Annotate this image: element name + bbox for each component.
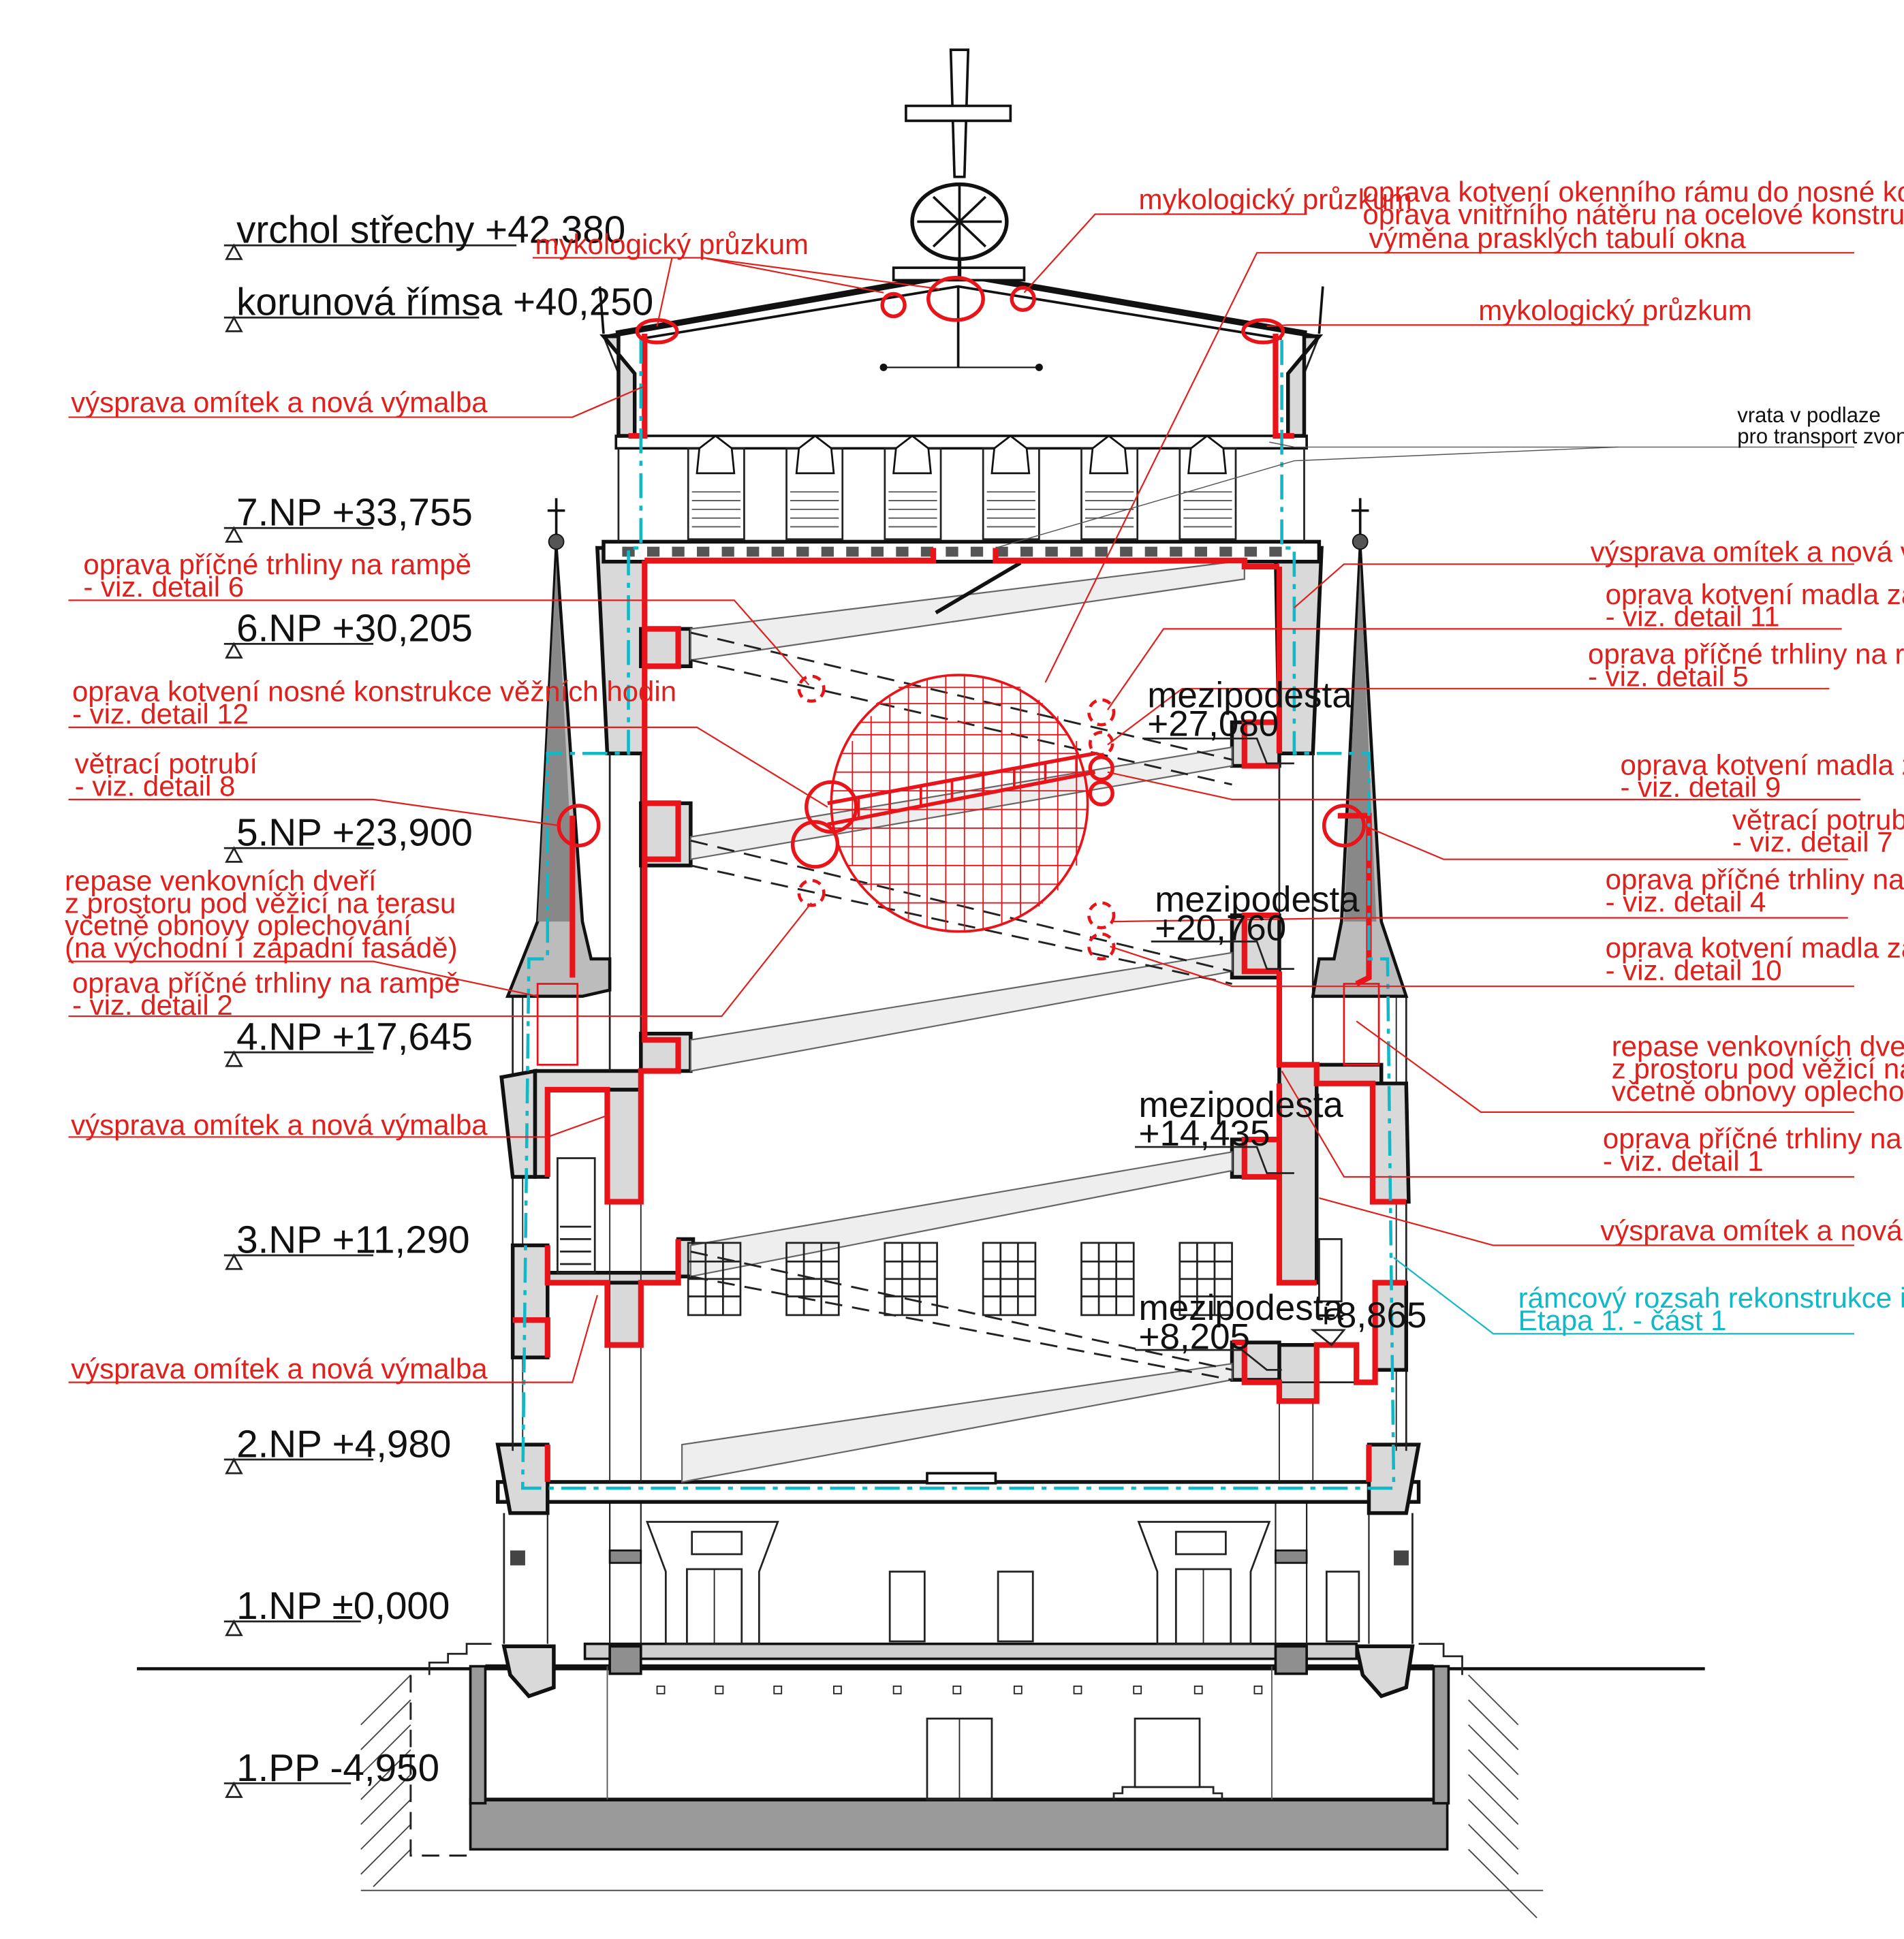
note-vent-d7-2: - viz. detail 7 <box>1732 826 1893 858</box>
level-3np: 3.NP +11,290 <box>236 1218 470 1261</box>
note-plaster-low-right: výsprava omítek a nová výmalba <box>1600 1214 1904 1246</box>
landing-2-value: +20,760 <box>1155 909 1286 949</box>
note-window-2: oprava vnitřního nátěru na ocelové konst… <box>1362 198 1904 230</box>
roof-cross <box>905 48 1012 277</box>
note-clock-d12-2: - viz. detail 12 <box>72 697 249 729</box>
note-doors-left-2: z prostoru pod věžicí na terasu <box>65 887 456 919</box>
level-markers <box>223 243 1346 1798</box>
slab-2np <box>495 1443 1421 1515</box>
shutter-slats <box>691 491 1232 528</box>
note-rail-d10-1: oprava kotvení madla zábradlí <box>1606 932 1904 964</box>
note-doors-right-3: včetně obnovy oplechování <box>1612 1075 1904 1107</box>
ground <box>136 1667 1705 1919</box>
note-doors-right-2: z prostoru pod věžicí na terasu <box>1612 1052 1904 1084</box>
annotation-labels: mykologický průzkum mykologický průzkum … <box>65 176 1904 1385</box>
landing-2-label: mezipodesta <box>1155 879 1360 919</box>
note-plaster-top-right: výsprava omítek a nová výmalba <box>1591 536 1904 568</box>
note-crack-d2-1: oprava příčné trhliny na rampě <box>72 966 461 998</box>
level-4np: 4.NP +17,645 <box>236 1015 473 1058</box>
landing-4-value: +8,205 <box>1139 1317 1251 1357</box>
level-6np: 6.NP +30,205 <box>236 608 473 650</box>
landing-4-label: mezipodesta <box>1139 1288 1344 1328</box>
landing-1-value: +27,080 <box>1147 704 1279 744</box>
note-vent-d7-1: větrací potrubí <box>1732 804 1904 836</box>
note-rail-d10-2: - viz. detail 10 <box>1606 954 1782 986</box>
note-plaster-mid-left: výsprava omítek a nová výmalba <box>71 1109 488 1141</box>
level-1np: 1.NP ±0,000 <box>236 1585 450 1628</box>
note-crack-d5-1: oprava příčné trhliny na rampě <box>1588 638 1904 670</box>
note-window-3: výměna prasklých tabulí okna <box>1369 222 1746 254</box>
note-myko-top-mid: mykologický průzkum <box>1139 183 1412 215</box>
basement <box>428 1642 1463 1851</box>
note-doors-right-1: repase venkovních dveří <box>1612 1030 1904 1062</box>
level-roof-top: vrchol střechy +42,380 <box>236 209 625 252</box>
note-crack-d6-2: - viz. detail 6 <box>83 571 244 603</box>
note-scope-1: rámcový rozsah rekonstrukce interiéru vě… <box>1518 1282 1904 1314</box>
note-crack-d5-2: - viz. detail 5 <box>1588 660 1749 692</box>
repair-outlines <box>512 334 1407 1482</box>
leader-lines <box>68 213 1861 1383</box>
note-doors-left-4: (na východní í západní fasádě) <box>65 932 458 964</box>
left-spire <box>505 498 612 1066</box>
landing-3-label: mezipodesta <box>1139 1085 1344 1125</box>
note-window-1: oprava kotvení okenního rámu do nosné ko… <box>1362 176 1904 208</box>
marker-circles <box>557 276 1366 961</box>
note-doors-left-1: repase venkovních dveří <box>65 864 377 896</box>
note-crack-d1-2: - viz. detail 1 <box>1603 1145 1764 1177</box>
note-scope-2: Etapa 1. - část 1 <box>1518 1304 1727 1336</box>
note-hatch-1: vrata v podlaze <box>1737 403 1881 427</box>
note-clock-d12-1: oprava kotvení nosné konstrukce věžních … <box>72 675 676 707</box>
ground-floor <box>503 1500 1414 1645</box>
landing-1-label: mezipodesta <box>1147 676 1352 716</box>
spot-level: +8,865 <box>1315 1295 1427 1336</box>
tower-walls <box>499 546 1411 1482</box>
note-crack-d1-1: oprava příčné trhliny na rampě <box>1603 1122 1904 1154</box>
note-myko-right: mykologický průzkum <box>1478 294 1751 326</box>
landing-3-value: +14,435 <box>1139 1114 1270 1154</box>
level-1pp: 1.PP -4,950 <box>236 1747 439 1790</box>
level-2np: 2.NP +4,980 <box>236 1423 451 1466</box>
clock-window-grid <box>827 674 1096 933</box>
note-rail-d11-1: oprava kotvení madla zábradlí <box>1606 578 1904 610</box>
note-doors-left-3: včetně obnovy oplechování <box>65 909 411 941</box>
note-crack-d6-1: oprava příčné trhliny na rampě <box>83 548 471 580</box>
level-7np: 7.NP +33,755 <box>236 492 473 535</box>
note-vent-d8-1: větrací potrubí <box>75 747 258 779</box>
ramps <box>681 559 1245 1483</box>
note-plaster-top-left: výsprava omítek a nová výmalba <box>71 386 488 418</box>
bells <box>696 435 1227 475</box>
belfry <box>598 48 1324 564</box>
note-crack-d4-1: oprava příčné trhliny na rampě <box>1606 864 1904 896</box>
note-crack-d4-2: - viz. detail 4 <box>1606 885 1766 917</box>
level-cornice: korunová římsa +40,250 <box>236 281 653 324</box>
windows-3np <box>687 1242 1233 1317</box>
level-labels: vrchol střechy +42,380 korunová římsa +4… <box>236 209 1426 1790</box>
note-hatch-2: pro transport zvonů <box>1737 424 1904 448</box>
note-rail-d11-2: - viz. detail 11 <box>1606 601 1780 633</box>
level-5np: 5.NP +23,900 <box>236 812 473 855</box>
soil-hatch <box>360 1674 1538 1919</box>
note-rail-d9-1: oprava kotvení madla zábradlí <box>1620 748 1904 781</box>
note-rail-d9-2: - viz. detail 9 <box>1620 771 1781 803</box>
note-myko-top-left: mykologický průzkum <box>535 228 809 260</box>
note-plaster-low-left: výsprava omítek a nová výmalba <box>71 1353 488 1385</box>
note-crack-d2-2: - viz. detail 2 <box>72 989 233 1021</box>
note-vent-d8-2: - viz. detail 8 <box>75 770 236 802</box>
